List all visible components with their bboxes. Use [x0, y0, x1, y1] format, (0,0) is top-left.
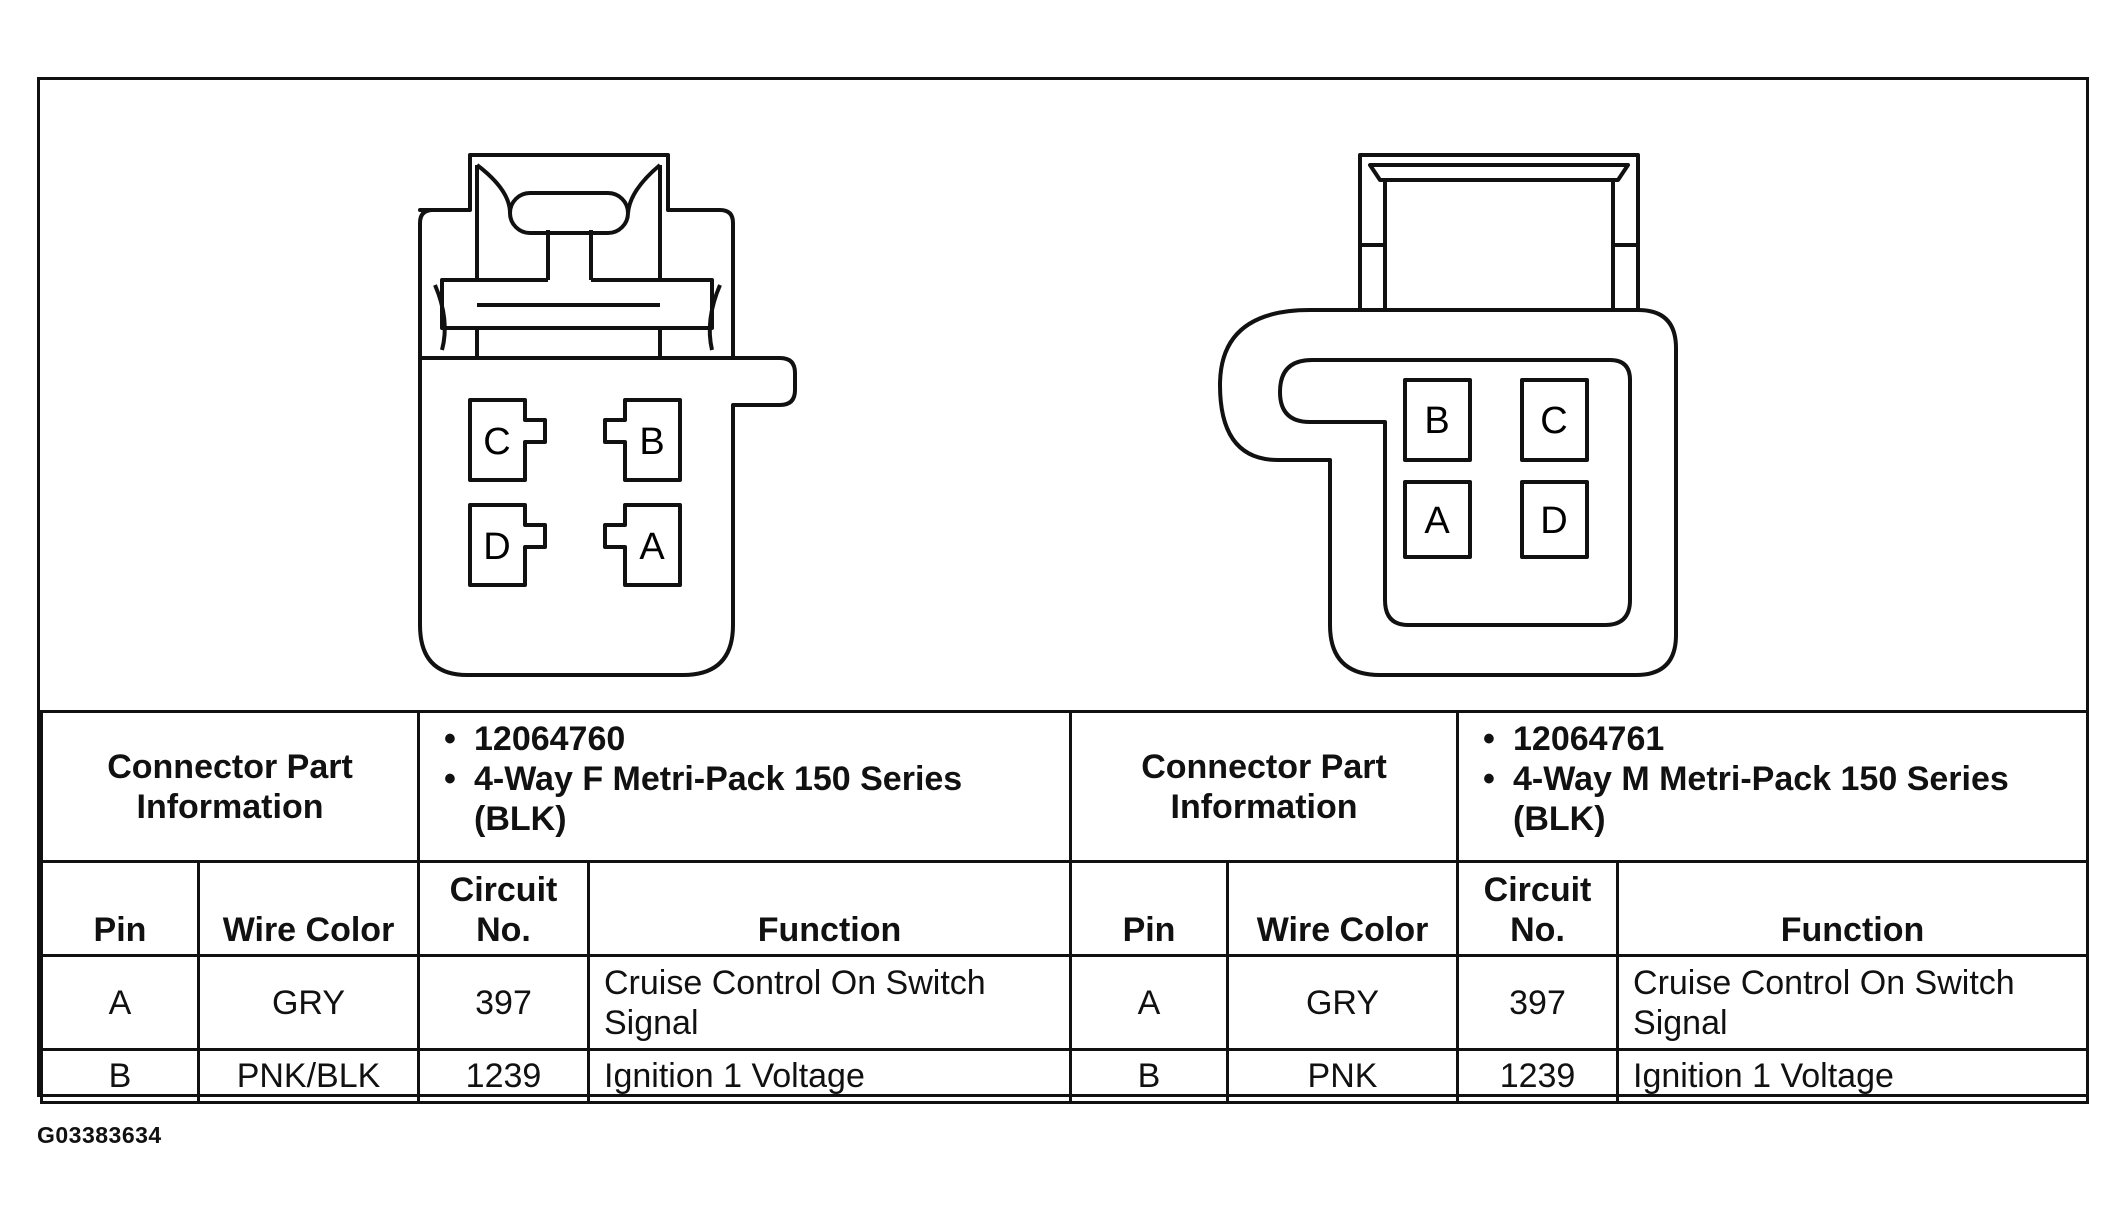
left-info-label: Connector Part Information	[40, 710, 420, 863]
right-wire-color-header: Wire Color	[1226, 860, 1460, 957]
male-pin-d-label: D	[1540, 500, 1567, 542]
female-pin-a-label: A	[639, 526, 665, 568]
left-pin-header: Pin	[40, 860, 200, 957]
part-info-row: Connector Part Information 12064760 4-Wa…	[40, 710, 2090, 863]
right-pin-header: Pin	[1069, 860, 1230, 957]
right-function-header: Function	[1616, 860, 2090, 957]
table-row: A GRY 397 Cruise Control On Switch Signa…	[40, 954, 2090, 1051]
male-pin-a-label: A	[1424, 500, 1450, 542]
left-row-b-pin: B	[40, 1048, 200, 1104]
left-part-description: 4-Way F Metri-Pack 150 Series (BLK)	[444, 759, 1055, 839]
right-row-a-function: Cruise Control On Switch Signal	[1616, 954, 2090, 1051]
column-header-row: Pin Wire Color Circuit No. Function Pin …	[40, 860, 2090, 957]
figure-code: G03383634	[37, 1122, 162, 1148]
table-row: B PNK/BLK 1239 Ignition 1 Voltage B PNK …	[40, 1048, 2090, 1104]
female-connector-drawing	[418, 153, 797, 677]
right-row-b-circuit: 1239	[1456, 1048, 1620, 1104]
left-row-b-wire-color: PNK/BLK	[197, 1048, 420, 1104]
left-part-info: 12064760 4-Way F Metri-Pack 150 Series (…	[416, 710, 1073, 863]
connector-drawings: C B D A B C A D	[418, 153, 1678, 677]
female-pin-c-label: C	[483, 421, 510, 463]
right-row-a-circuit: 397	[1456, 954, 1620, 1051]
female-pin-b-label: B	[639, 421, 664, 463]
left-row-b-function: Ignition 1 Voltage	[586, 1048, 1073, 1104]
left-part-number: 12064760	[444, 719, 1055, 759]
male-pin-b-label: B	[1424, 400, 1449, 442]
male-pin-c-label: C	[1540, 400, 1567, 442]
right-row-a-wire-color: GRY	[1226, 954, 1460, 1051]
left-row-a-function: Cruise Control On Switch Signal	[586, 954, 1073, 1051]
left-row-a-wire-color: GRY	[197, 954, 420, 1051]
right-row-b-function: Ignition 1 Voltage	[1616, 1048, 2090, 1104]
left-row-a-pin: A	[40, 954, 200, 1051]
right-circuit-header: Circuit No.	[1456, 860, 1620, 957]
right-part-description: 4-Way M Metri-Pack 150 Series (BLK)	[1483, 759, 2072, 839]
left-row-b-circuit: 1239	[417, 1048, 590, 1104]
female-pin-d-label: D	[483, 526, 510, 568]
male-connector-drawing	[1218, 153, 1678, 677]
left-row-a-circuit: 397	[417, 954, 590, 1051]
right-part-info: 12064761 4-Way M Metri-Pack 150 Series (…	[1456, 710, 2090, 863]
connector-info-table: Connector Part Information 12064760 4-Wa…	[40, 710, 2090, 1104]
left-wire-color-header: Wire Color	[197, 860, 420, 957]
right-row-a-pin: A	[1069, 954, 1230, 1051]
right-row-b-pin: B	[1069, 1048, 1230, 1104]
right-part-number: 12064761	[1483, 719, 2072, 759]
connector-figure-frame: C B D A B C A D Connector Part Informati…	[37, 77, 2090, 1104]
right-info-label: Connector Part Information	[1069, 710, 1460, 863]
right-row-b-wire-color: PNK	[1226, 1048, 1460, 1104]
left-circuit-header: Circuit No.	[417, 860, 590, 957]
left-function-header: Function	[586, 860, 1073, 957]
